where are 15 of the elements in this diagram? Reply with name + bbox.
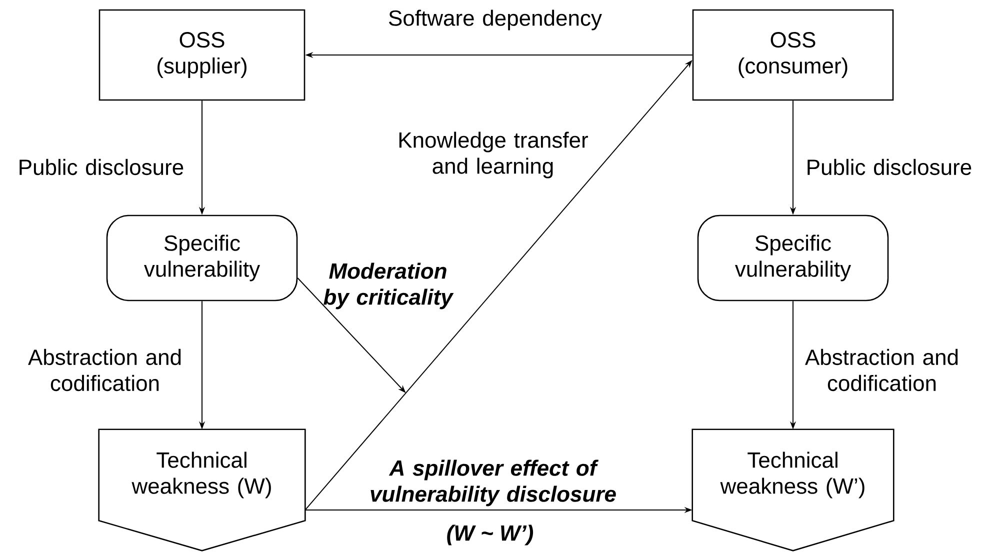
- edge-label: Public disclosure: [808, 158, 972, 176]
- edge-label: Software dependency: [389, 10, 602, 30]
- note-text: (W ~ W’): [447, 524, 534, 546]
- edge-label: Moderation by criticality: [324, 262, 454, 310]
- edge-label: Abstraction and codification: [28, 348, 181, 392]
- edge-label: Abstraction and codification: [805, 348, 958, 392]
- edge-label: A spillover effect of vulnerability disclosure: [370, 460, 616, 506]
- process-box: OSS (supplier): [98, 9, 306, 101]
- rounded-box: Specific vulnerability: [106, 214, 298, 302]
- pentagon-box: Technical weakness (W): [98, 428, 306, 552]
- process-box: OSS (consumer): [692, 9, 894, 101]
- pentagon-box: Technical weakness (W’): [692, 428, 894, 552]
- edge-label: Public disclosure: [20, 158, 184, 176]
- edge-label: Knowledge transfer and learning: [399, 132, 588, 178]
- rounded-box: Specific vulnerability: [697, 214, 889, 302]
